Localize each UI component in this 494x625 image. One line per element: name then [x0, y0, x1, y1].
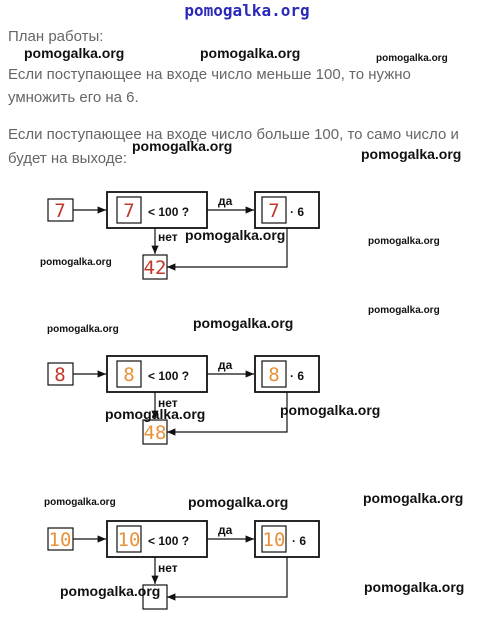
operation-value: 8: [268, 364, 279, 386]
diagram-2: 8 8 < 100 ? да 8 · 6 нет 48: [47, 355, 320, 445]
watermark: pomogalka.org: [193, 315, 294, 331]
watermark: pomogalka.org: [60, 583, 161, 599]
watermark: pomogalka.org: [200, 45, 301, 61]
operation-value: 7: [268, 200, 279, 222]
no-label: нет: [158, 561, 178, 575]
watermark: pomogalka.org: [132, 138, 233, 154]
condition-value: 8: [123, 364, 134, 386]
output-box: [142, 419, 168, 445]
watermark: pomogalka.org: [47, 324, 119, 335]
input-value: 7: [54, 200, 65, 222]
watermark: pomogalka.org: [105, 406, 206, 422]
condition-text: < 100 ?: [148, 369, 189, 383]
operation-text: · 6: [290, 369, 304, 383]
watermark: pomogalka.org: [24, 45, 125, 61]
output-box: [142, 584, 168, 610]
watermark: pomogalka.org: [280, 402, 381, 418]
watermark: pomogalka.org: [364, 579, 465, 595]
input-value: 8: [54, 364, 65, 386]
operation-value: 10: [263, 529, 286, 551]
condition-value: 7: [123, 200, 134, 222]
watermark: pomogalka.org: [361, 146, 462, 162]
condition-text: < 100 ?: [148, 534, 189, 548]
rule-1-line-1: Если поступающее на входе число меньше 1…: [8, 66, 411, 83]
diagram-1: 7 7 < 100 ? да 7 · 6 нет 42: [47, 191, 320, 280]
rule-1-line-2: умножить его на 6.: [8, 89, 139, 106]
watermark: pomogalka.org: [376, 53, 448, 64]
condition-value: 10: [118, 529, 141, 551]
watermark: pomogalka.org: [368, 236, 440, 247]
output-value: 42: [144, 257, 167, 279]
watermark: pomogalka.org: [185, 227, 286, 243]
operation-text: · 6: [292, 534, 306, 548]
yes-label: да: [218, 358, 233, 372]
diagram-3: 10 10 < 100 ? да 10 · 6 нет: [47, 520, 320, 610]
watermark: pomogalka.org: [40, 257, 112, 268]
no-label: нет: [158, 230, 178, 244]
watermark: pomogalka.org: [188, 494, 289, 510]
watermark: pomogalka.org: [363, 490, 464, 506]
operation-text: · 6: [290, 205, 304, 219]
rule-2-line-1: Если поступающее на входе число больше 1…: [8, 126, 459, 143]
site-logo: pomogalka.org: [184, 1, 310, 20]
condition-text: < 100 ?: [148, 205, 189, 219]
watermark: pomogalka.org: [368, 305, 440, 316]
no-label: нет: [158, 396, 178, 410]
plan-title: План работы:: [8, 28, 104, 45]
input-value: 10: [49, 529, 72, 551]
output-value: 48: [144, 422, 167, 444]
output-box: [142, 254, 168, 280]
watermark: pomogalka.org: [44, 497, 116, 508]
yes-label: да: [218, 523, 233, 537]
rule-2-line-2: будет на выходе:: [8, 150, 128, 167]
yes-label: да: [218, 194, 233, 208]
